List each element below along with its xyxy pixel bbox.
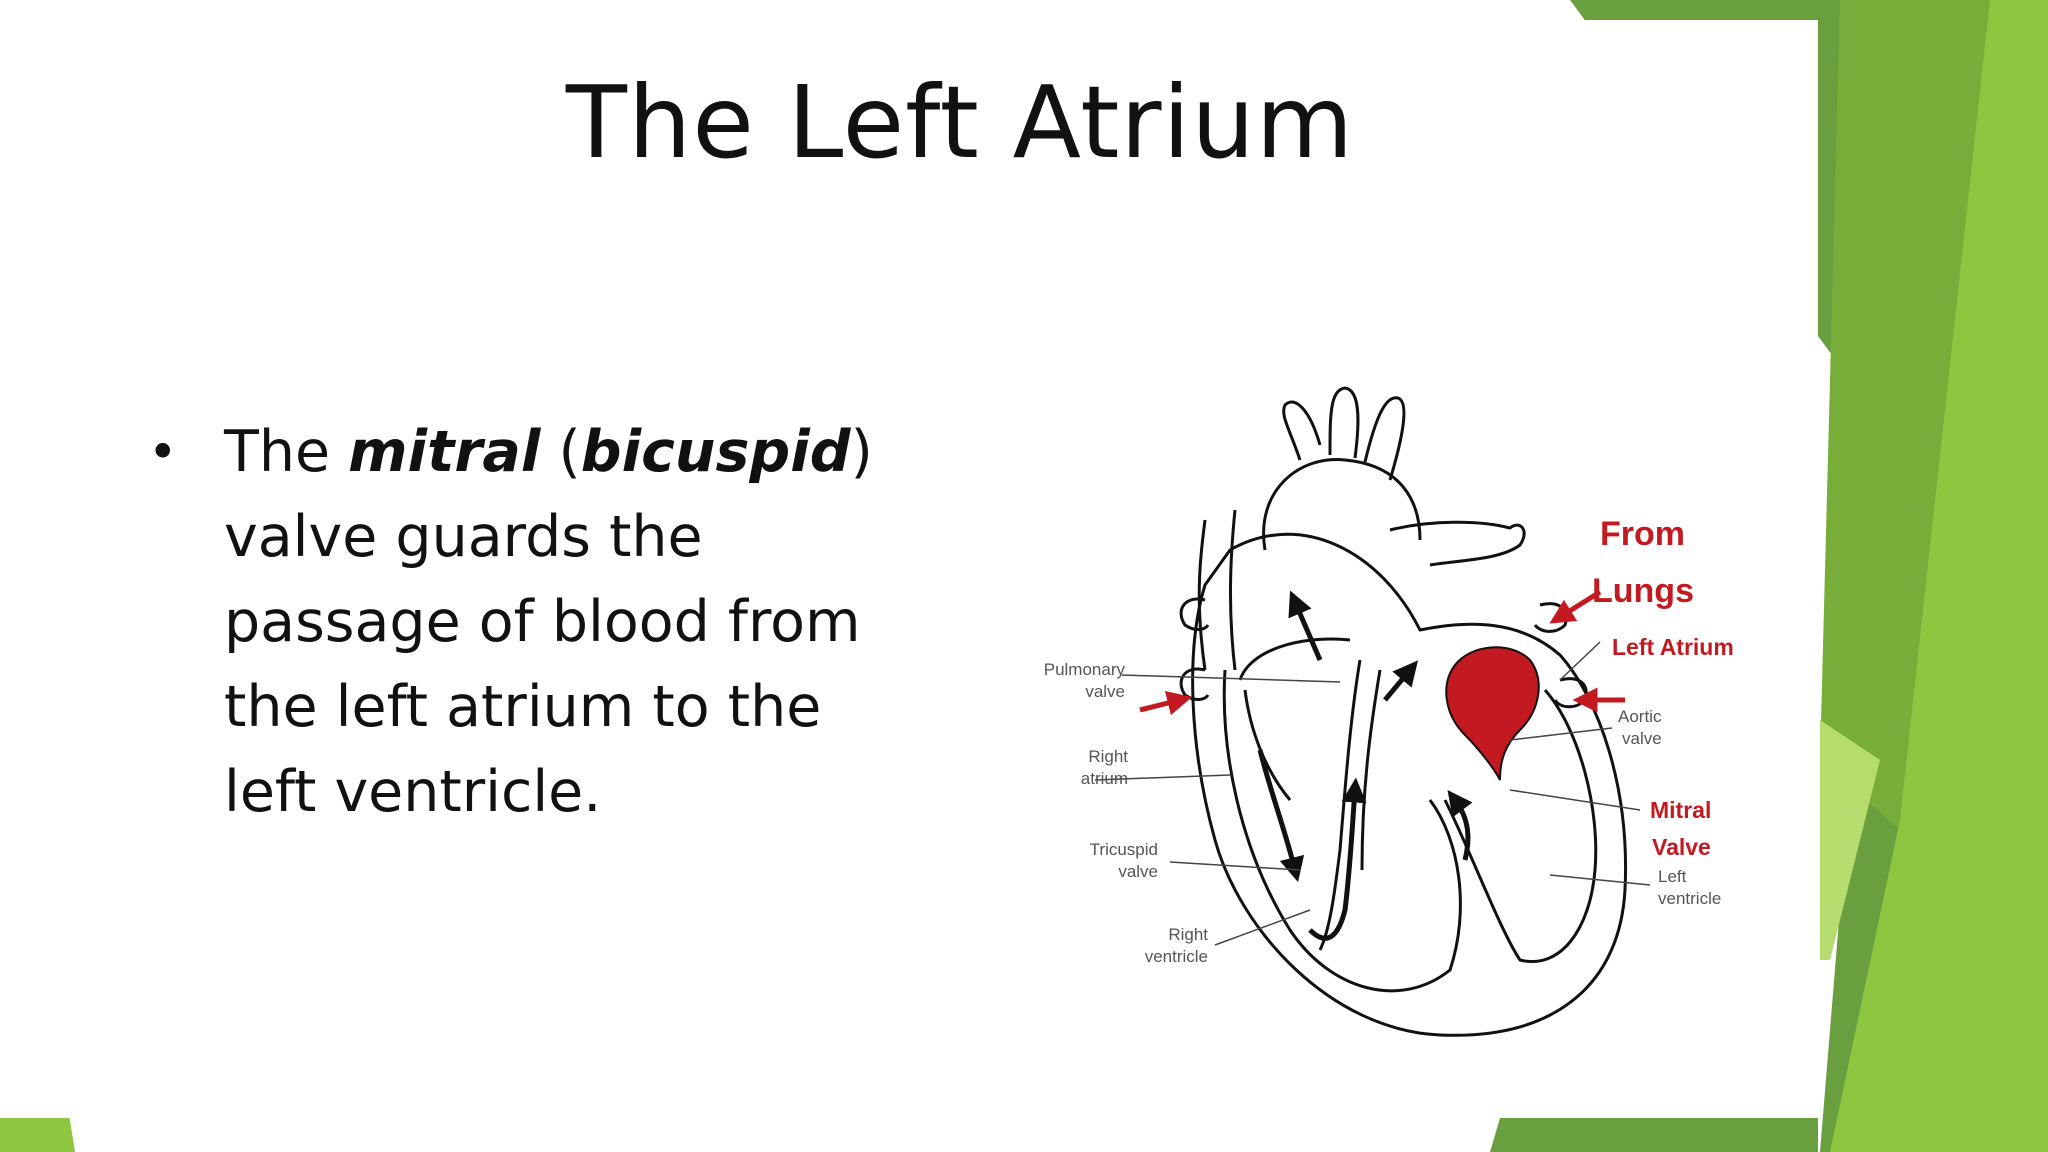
- label-valve: Valve: [1652, 834, 1711, 860]
- leader-lines: [1094, 641, 1651, 946]
- heart-diagram: Pulmonary valve Right atrium Tricuspid v…: [1044, 386, 1734, 1037]
- bullet-text: The mitral (bicuspid) valve guards the p…: [224, 410, 928, 835]
- label-right-ventricle-2: ventricle: [1145, 947, 1208, 966]
- mitral-term: mitral: [348, 419, 541, 485]
- highlight-labels: From Lungs Left Atrium Mitral Valve: [1592, 515, 1734, 860]
- green-shard-right-bright: [1820, 720, 1880, 960]
- label-left-ventricle-1: Left: [1658, 867, 1687, 886]
- anatomy-labels-right: Aortic valve Left ventricle: [1618, 707, 1721, 908]
- left-atrium-highlight: [1445, 646, 1540, 781]
- label-aortic-valve-1: Aortic: [1618, 707, 1662, 726]
- green-shard-right-mid: [1820, 0, 2000, 830]
- label-right-atrium-1: Right: [1088, 747, 1128, 766]
- green-shard-right-light: [1830, 0, 2048, 1152]
- bullet-text-part: (: [540, 419, 581, 485]
- label-aortic-valve-2: valve: [1622, 729, 1662, 748]
- label-left-ventricle-2: ventricle: [1658, 889, 1721, 908]
- bicuspid-term: bicuspid: [580, 419, 851, 485]
- bullet-text-part: The: [224, 419, 349, 485]
- slide-panel: [0, 20, 1818, 1118]
- label-mitral: Mitral: [1650, 797, 1711, 823]
- red-arrows: [1139, 589, 1625, 716]
- label-right-ventricle-1: Right: [1168, 925, 1208, 944]
- heart-outline: [1179, 386, 1628, 1037]
- label-pulmonary-valve-2: valve: [1085, 682, 1125, 701]
- anatomy-labels: Pulmonary valve Right atrium Tricuspid v…: [1044, 660, 1209, 966]
- flow-arrows: [1257, 590, 1473, 941]
- label-right-atrium-2: atrium: [1081, 769, 1128, 788]
- label-tricuspid-valve-1: Tricuspid: [1090, 840, 1158, 859]
- bullet-list-item: • The mitral (bicuspid) valve guards the…: [148, 410, 928, 835]
- label-pulmonary-valve-1: Pulmonary: [1044, 660, 1126, 679]
- label-left-atrium: Left Atrium: [1612, 634, 1734, 660]
- slide-title: The Left Atrium: [565, 64, 1355, 181]
- label-tricuspid-valve-2: valve: [1118, 862, 1158, 881]
- green-shard-bottom: [1490, 1118, 1818, 1152]
- bullet-text-part: ) valve guards the passage of blood from…: [224, 419, 873, 825]
- bullet-marker: •: [148, 423, 178, 481]
- label-lungs: Lungs: [1592, 572, 1694, 610]
- label-from: From: [1600, 515, 1685, 553]
